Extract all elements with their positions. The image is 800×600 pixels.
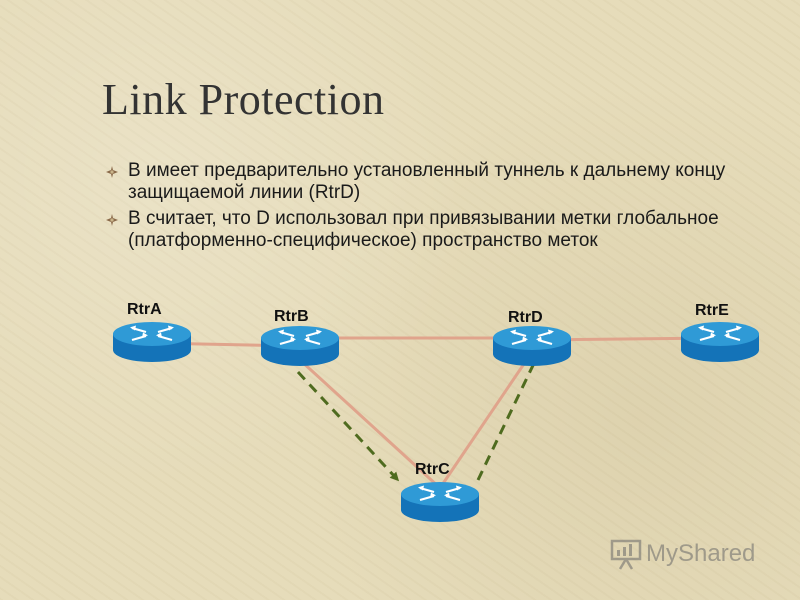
router-rtre: RtrE [679,302,761,364]
tunnel-segment-rtrb-rtrc [296,370,400,482]
tunnel-segment-rtrc-rtrd [476,352,540,481]
backup-tunnel [296,352,540,482]
network-diagram: RtrA RtrB RtrD RtrE RtrC [111,301,761,524]
link-rtrc-rtrd [438,351,534,489]
bullet-marker-icon [106,166,118,178]
router-label-rtra: RtrA [127,301,162,318]
router-rtrb: RtrB [259,308,341,368]
router-icon [259,324,341,368]
router-label-rtrc: RtrC [415,461,450,478]
watermark: MyShared [610,538,755,570]
bullet-list: B имеет предварительно установленный тун… [106,160,786,256]
router-label-rtre: RtrE [695,302,729,319]
router-label-rtrb: RtrB [274,308,309,325]
router-rtrd: RtrD [491,309,573,368]
bullet-item: B имеет предварительно установленный тун… [106,160,786,204]
router-rtra: RtrA [111,301,193,364]
watermark-text: MyShared [646,540,756,567]
presentation-icon [610,539,642,570]
bullet-marker-icon [106,214,118,226]
router-icon [679,320,761,364]
bullet-text: B считает, что D использовал при привязы… [128,208,719,251]
slide-title: Link Protection [102,75,385,124]
router-icon [491,324,573,368]
router-icon [111,320,193,364]
bullet-item: B считает, что D использовал при привязы… [106,208,786,252]
link-rtrb-rtrc [298,358,442,490]
router-icon [399,480,481,524]
router-label-rtrd: RtrD [508,309,543,326]
router-rtrc: RtrC [399,461,481,524]
bullet-text: B имеет предварительно установленный тун… [128,160,726,203]
